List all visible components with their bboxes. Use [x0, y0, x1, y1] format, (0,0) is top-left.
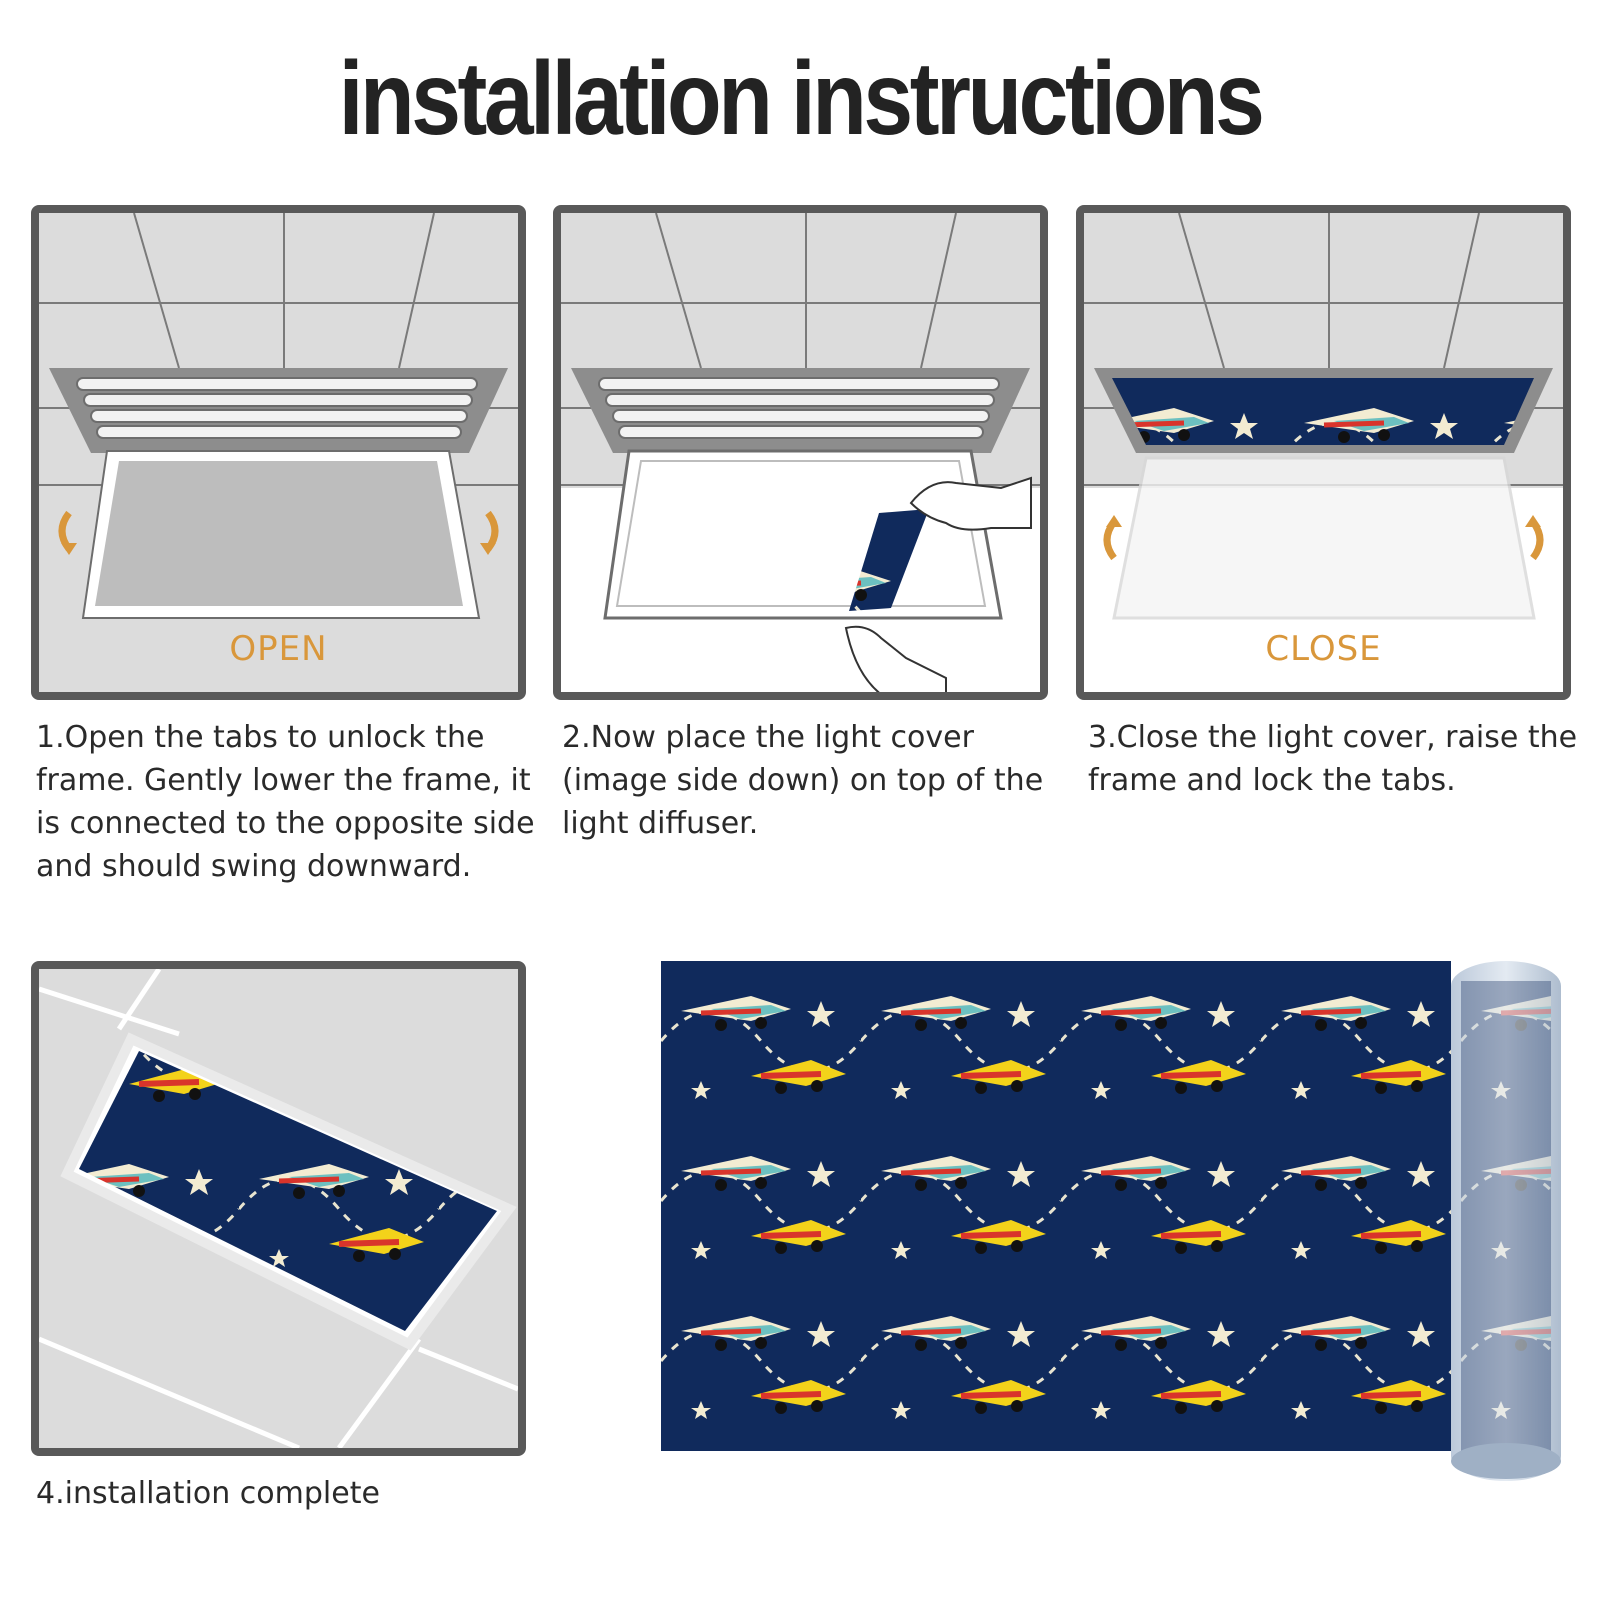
step-3-text: 3.Close the light cover, raise the frame…	[1088, 720, 1578, 798]
step-2-illustration	[553, 205, 1048, 700]
hand-icon	[844, 476, 1032, 692]
light-cover-roll	[661, 961, 1561, 1481]
step-4-text: 4.installation complete	[36, 1476, 380, 1511]
step-1-illustration: OPEN	[31, 205, 526, 700]
installed-cover-complete	[79, 1051, 497, 1331]
page-title: installation instructions	[338, 41, 1265, 157]
fluorescent-tubes	[76, 377, 478, 439]
step-4-illustration	[31, 961, 526, 1456]
step-3-illustration: CLOSE	[1076, 205, 1571, 700]
open-label: OPEN	[229, 629, 328, 669]
step-2-text: 2.Now place the light cover (image side …	[562, 720, 1044, 841]
step-1-text: 1.Open the tabs to unlock the frame. Gen…	[36, 720, 535, 884]
close-label: CLOSE	[1265, 629, 1382, 669]
light-cover-sheet	[849, 509, 929, 611]
installed-cover	[1112, 378, 1534, 445]
